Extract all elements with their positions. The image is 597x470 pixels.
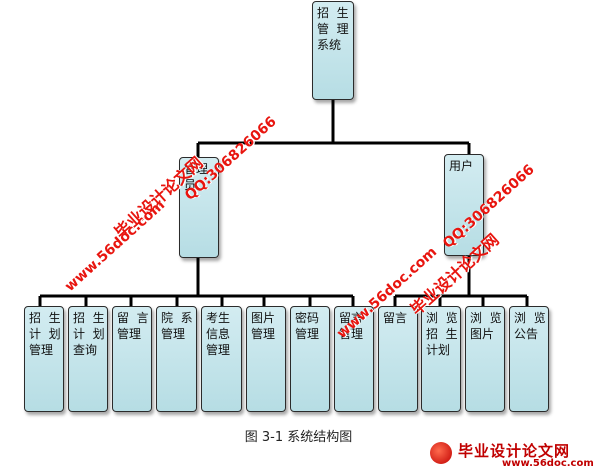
admin-child-message-management-2: 留言 管理 bbox=[334, 306, 374, 412]
admin-child-enrollment-plan-management: 招 生 计 划 管理 bbox=[24, 306, 64, 412]
user-child-browse-enrollment-plan: 浏 览 招 生 计划 bbox=[421, 306, 461, 412]
site-logo: 毕业设计论文网 www.56doc.com bbox=[430, 440, 595, 470]
admin-child-department-management: 院 系 管理 bbox=[156, 306, 197, 412]
user-child-browse-announcements: 浏 览 公告 bbox=[509, 306, 549, 412]
user-node: 用户 bbox=[444, 154, 484, 256]
admin-child-image-management: 图片 管理 bbox=[246, 306, 286, 412]
admin-child-examinee-info-management: 考生 信息 管理 bbox=[201, 306, 242, 412]
admin-child-enrollment-plan-query: 招 生 计 划 查询 bbox=[68, 306, 108, 412]
root-node: 招 生 管 理 系统 bbox=[312, 1, 354, 100]
admin-child-password-management: 密码 管理 bbox=[290, 306, 330, 412]
admin-node: 管理 员 bbox=[179, 157, 219, 258]
admin-child-message-management: 留 言 管理 bbox=[112, 306, 152, 412]
logo-text: 毕业设计论文网 bbox=[458, 442, 571, 460]
figure-caption: 图 3-1 系统结构图 bbox=[244, 430, 353, 445]
logo-icon bbox=[430, 442, 452, 464]
logo-url: www.56doc.com bbox=[502, 458, 594, 469]
user-child-message: 留言 bbox=[378, 306, 418, 412]
user-child-browse-images: 浏 览 图片 bbox=[465, 306, 505, 412]
